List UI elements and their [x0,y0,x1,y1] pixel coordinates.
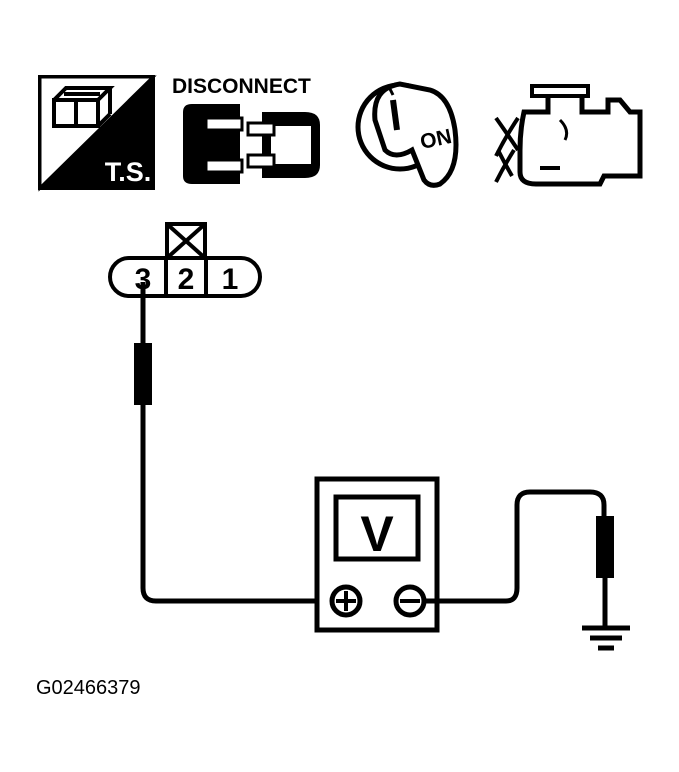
positive-terminal-icon [329,584,363,618]
pin-1-label: 1 [222,263,239,296]
pin-3-label: 3 [135,263,152,296]
positive-probe-lead [134,282,330,604]
negative-probe-lead [424,489,614,626]
pin-2-label: 2 [178,263,195,296]
disconnect-connector-icon [183,104,320,184]
voltmeter-label: V [360,506,394,562]
engine-stop-icon [494,84,643,187]
harness-connector: 3 2 1 [108,222,262,298]
disconnect-label: DISCONNECT [172,75,311,98]
negative-terminal-icon [393,584,427,618]
ground-icon [582,625,630,651]
ts-icon: T.S. [38,75,157,192]
ignition-on-icon: ON [355,81,459,188]
ts-label: T.S. [105,157,152,187]
voltmeter: V [314,476,440,633]
figure-id: G02466379 [36,677,141,699]
